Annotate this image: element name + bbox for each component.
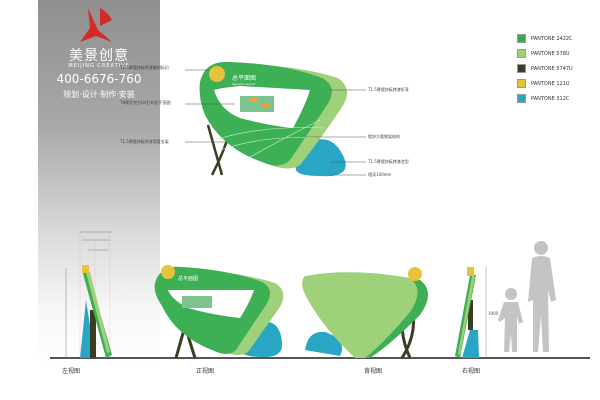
right-view [455,266,487,358]
label-left-view: 左视图 [62,368,81,375]
legend-item: PANTONE 578U [517,46,573,61]
legend-item: PANTONE 312C [517,91,573,106]
annotation-left-2: T8厚亚克力UV打印总平面图 [120,100,171,105]
annotation-right-3: T1.5厚镀锌板烤漆造型 [368,159,409,164]
swatch-icon [517,49,526,58]
human-scale-figures [498,241,556,352]
sign-subtitle: General Layout [232,82,256,86]
annotation-right-1: T1.5厚镀锌板烤漆折弯 [368,87,409,92]
legend-label: PANTONE 578U [531,50,570,57]
legend-label: PANTONE 5747U [531,65,573,72]
badge-icon [209,66,225,82]
brand-logo-icon [80,8,112,42]
label-back-view: 背视图 [364,368,383,375]
label-front-view: 正视图 [196,368,215,375]
legend-label: PANTONE 121U [531,80,570,87]
swatch-icon [517,94,526,103]
swatch-icon [517,79,526,88]
annotation-left-3: T1.5厚镀锌板烤漆弯管支架 [120,139,169,144]
leader-lines [185,69,366,176]
brand-phone: 400-6676-760 [56,72,142,86]
annotation-left-1: T1.5厚镀锌板烤漆雕刻标识 [120,65,169,70]
legend-item: PANTONE 121U [517,76,573,91]
back-view [302,267,428,359]
swatch-icon [517,34,526,43]
legend-label: PANTONE 312C [531,95,570,102]
front-sign-title: 总平面图 [178,275,198,282]
height-dimension: 1900 [488,311,499,316]
left-view [65,231,112,358]
label-right-view: 右视图 [462,368,481,375]
swatch-icon [517,64,526,73]
brand-name: 美景创意 [69,48,129,64]
annotation-right-2: 镀锌方管钢架结构 [368,134,400,139]
brand-name-en: MEIJING CREATIVE [68,63,130,69]
annotation-right-4: 埋深100mm [368,172,392,177]
legend-label: PANTONE 2422C [531,35,573,42]
front-view: 总平面图 [154,265,284,359]
brand-services: 规划·设计·制作·安装 [63,90,135,99]
brand-panel [38,0,160,365]
legend-item: PANTONE 2422C [517,31,573,46]
sign-title: 总平面图 [232,74,256,82]
legend-item: PANTONE 5747U [517,61,573,76]
color-legend: PANTONE 2422C PANTONE 578U PANTONE 5747U… [517,31,573,106]
sign-front-detail [199,61,348,177]
